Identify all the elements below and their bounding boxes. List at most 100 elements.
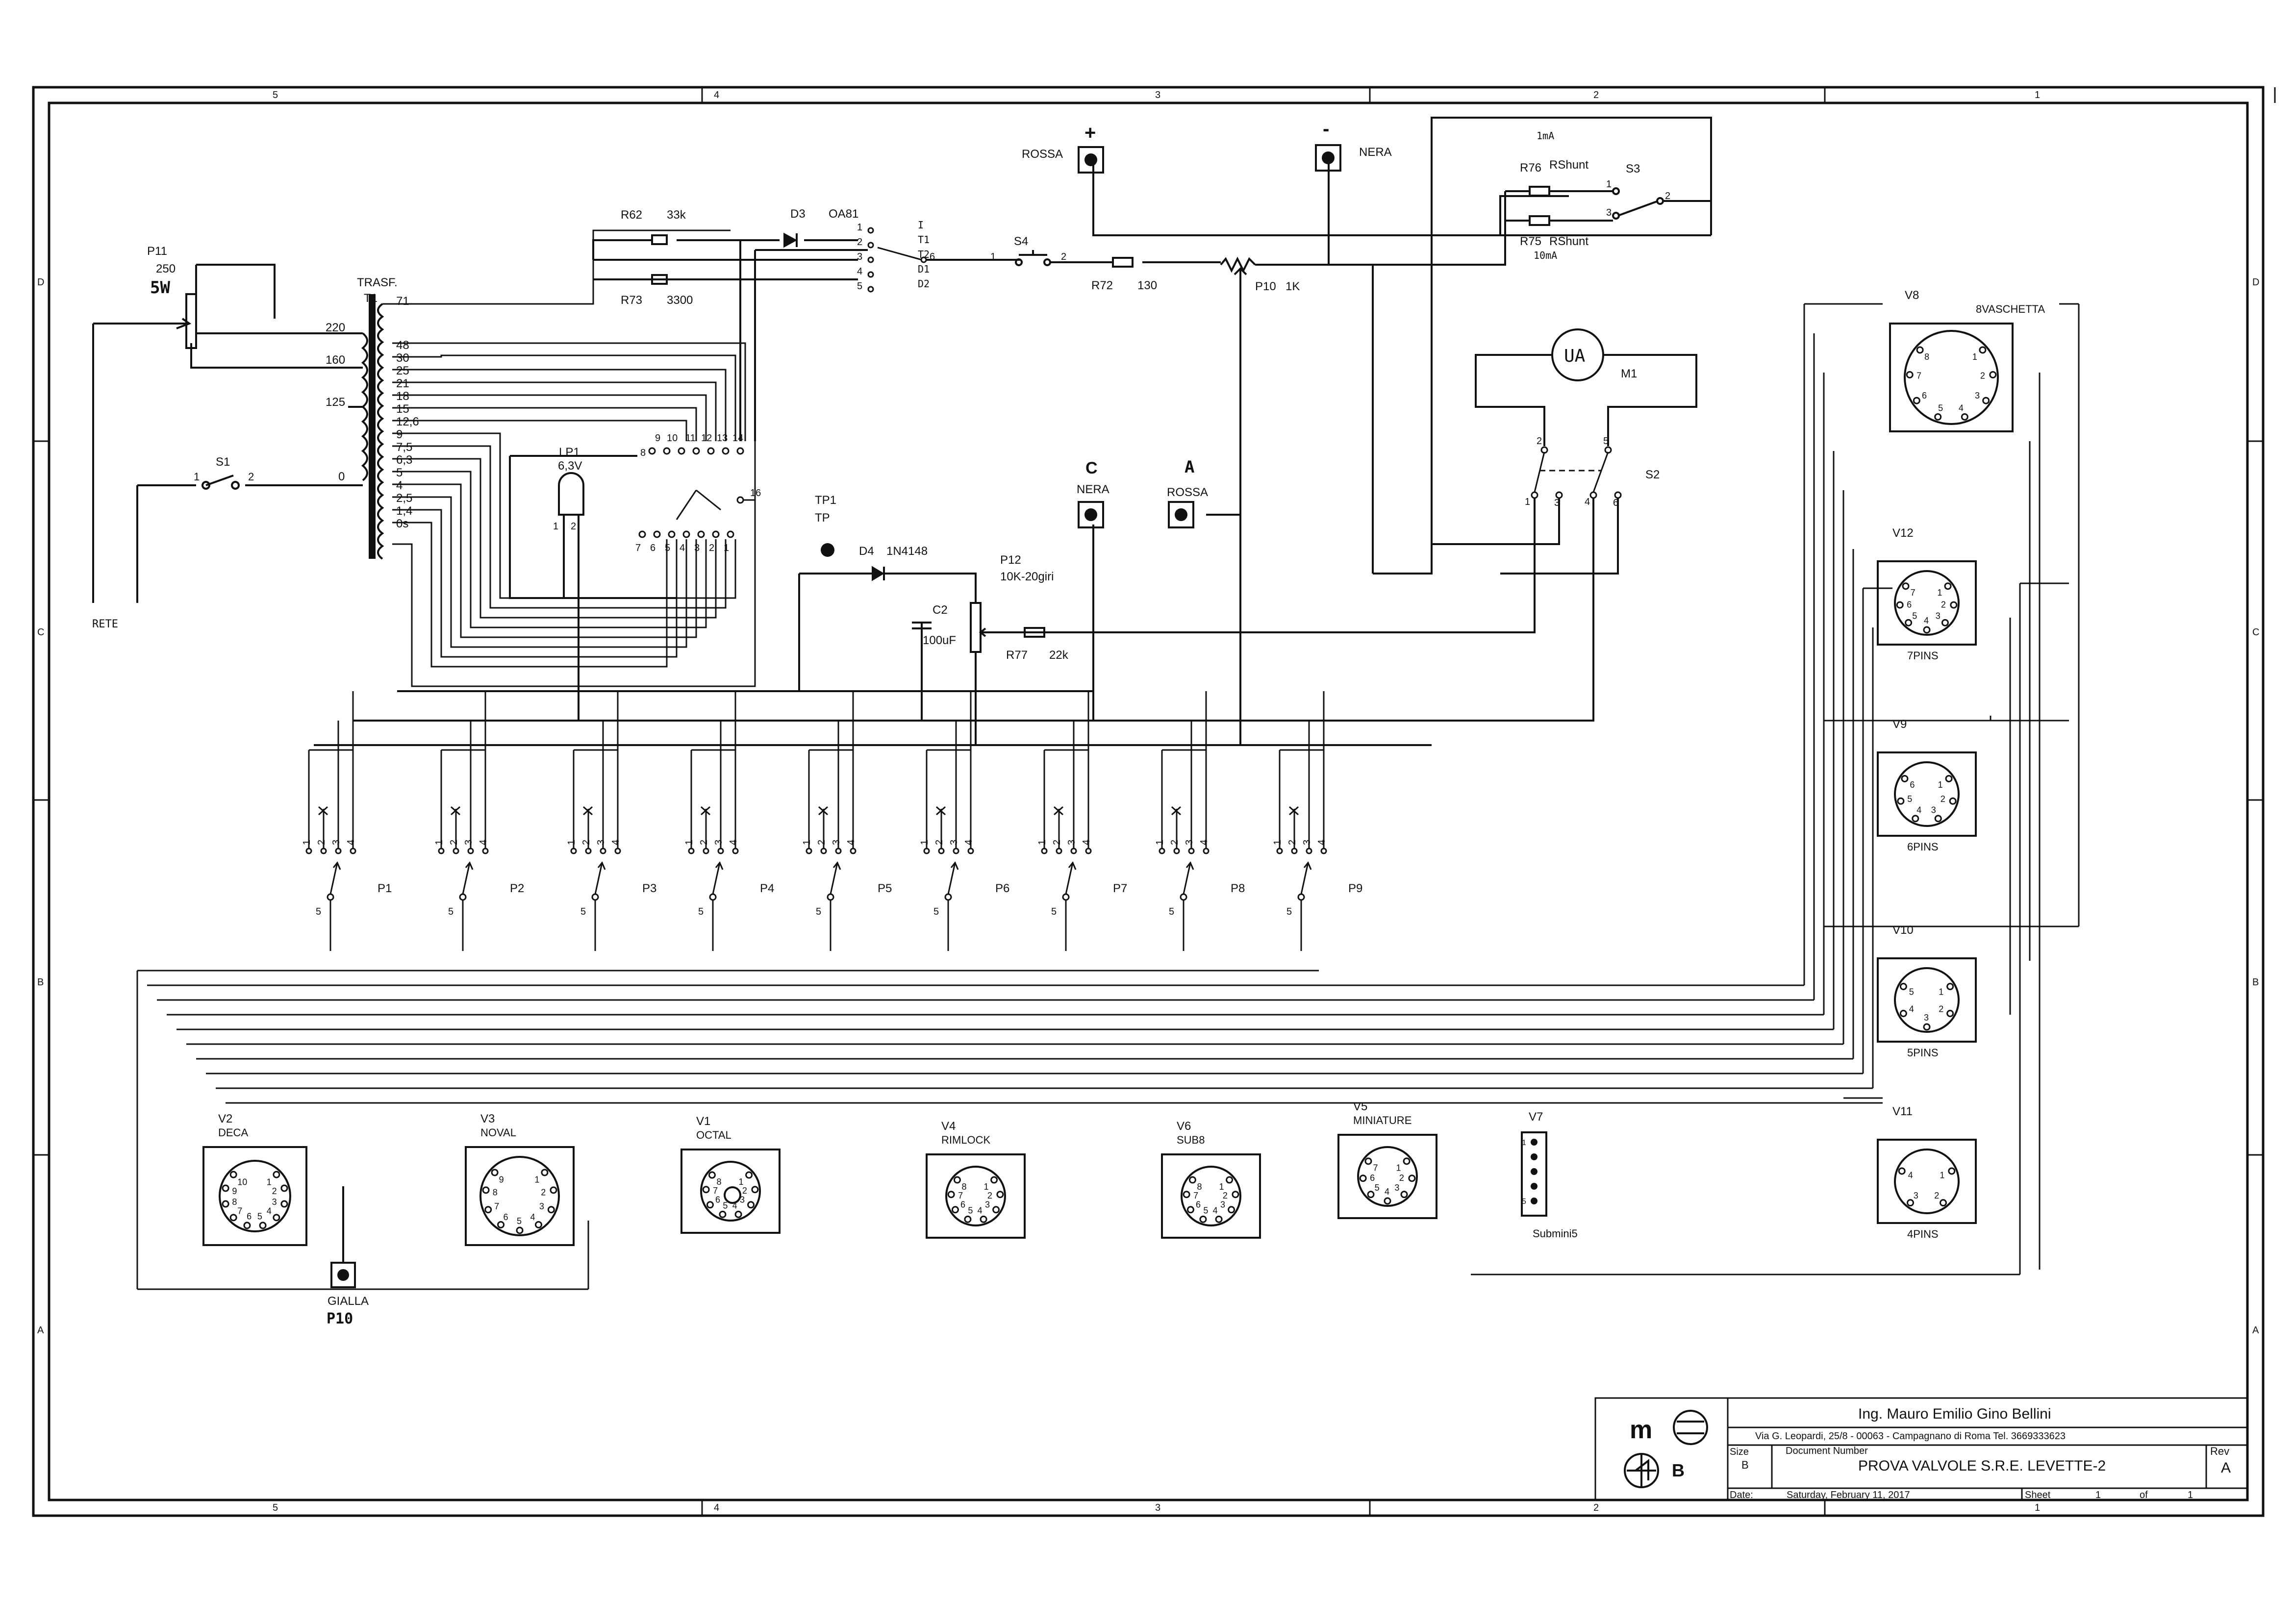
socket-pin-label: 8 bbox=[716, 1177, 721, 1187]
selector-pin-label: 5 bbox=[316, 906, 321, 917]
border-top-3: 3 bbox=[1155, 90, 1160, 100]
socket-pin-label: 7 bbox=[713, 1186, 718, 1196]
socket-pin-label: 8 bbox=[1197, 1182, 1202, 1192]
d3-value: OA81 bbox=[829, 207, 858, 221]
socket-ref: V8 bbox=[1905, 289, 1919, 302]
socket-pin-label: 3 bbox=[1931, 805, 1936, 815]
selector-wires bbox=[438, 691, 489, 951]
selector-label: P2 bbox=[510, 882, 524, 895]
rotary-pin-10: 10 bbox=[667, 433, 678, 444]
selector-pin-label: 4 bbox=[1316, 840, 1327, 845]
s2-wiring bbox=[353, 265, 1619, 722]
p11-label: P11 bbox=[147, 245, 167, 258]
of-value: 1 bbox=[2188, 1490, 2193, 1500]
sheet-value: 1 bbox=[2095, 1490, 2101, 1500]
border-bottom-5: 5 bbox=[273, 1502, 278, 1513]
s4-pin2: 2 bbox=[1061, 251, 1066, 262]
socket-pin-label: 2 bbox=[541, 1187, 546, 1197]
selector-pin-label: 3 bbox=[596, 840, 606, 845]
socket-ref: V12 bbox=[1892, 526, 1914, 540]
author-name: Ing. Mauro Emilio Gino Bellini bbox=[1858, 1406, 2051, 1422]
s4-label: S4 bbox=[1014, 235, 1028, 248]
nera-minus-terminal bbox=[1315, 144, 1341, 172]
c2-value: 100uF bbox=[923, 634, 956, 647]
socket-pin-label: 8 bbox=[961, 1182, 966, 1192]
c-color: NERA bbox=[1077, 483, 1109, 496]
d4-label: D4 bbox=[859, 545, 874, 558]
border-top-4: 4 bbox=[714, 90, 719, 100]
socket-pin-label: 7 bbox=[494, 1201, 499, 1211]
socket-pin-label: 5 bbox=[723, 1200, 728, 1210]
selector-pin-label: 5 bbox=[698, 906, 704, 917]
author-logo bbox=[1624, 1410, 1708, 1488]
rotary-pin-6: 6 bbox=[650, 543, 655, 553]
s1-switch bbox=[202, 475, 240, 490]
r77-label: R77 bbox=[1006, 649, 1028, 662]
a-letter: A bbox=[1185, 457, 1194, 477]
selector-pin-label: 2 bbox=[1287, 840, 1298, 845]
lp1-pin2: 2 bbox=[571, 521, 576, 532]
selector-pin-label: 3 bbox=[1066, 840, 1077, 845]
socket-pin-label: 10 bbox=[237, 1177, 247, 1187]
selector-pin-label: 1 bbox=[684, 840, 695, 845]
socket-pin-label: 4 bbox=[530, 1212, 535, 1222]
secondary-tap-18: 18 bbox=[396, 390, 409, 403]
author-address: Via G. Leopardi, 25/8 - 00063 - Campagna… bbox=[1755, 1431, 2066, 1442]
selector-label: P8 bbox=[1231, 882, 1245, 895]
socket-type: SUB8 bbox=[1177, 1134, 1205, 1146]
socket-pin-label: 1 bbox=[1939, 987, 1943, 997]
selector-pos-t2: T2 bbox=[918, 249, 930, 260]
border-top-1: 1 bbox=[2035, 90, 2040, 100]
socket-pin-label: 7 bbox=[958, 1191, 963, 1200]
selector-wires bbox=[923, 691, 974, 951]
socket-pin-label: 4 bbox=[267, 1206, 272, 1216]
s3-pin1: 1 bbox=[1606, 179, 1612, 190]
secondary-tap-7-5: 7,5 bbox=[396, 441, 412, 454]
socket-pin-label: 3 bbox=[272, 1197, 277, 1207]
selector-pin-label: 2 bbox=[581, 840, 592, 845]
rete-label: RETE bbox=[92, 618, 118, 630]
meter-symbol: UA bbox=[1564, 346, 1586, 366]
r73-label: R73 bbox=[621, 294, 642, 307]
c2-capacitor bbox=[912, 622, 932, 629]
socket-type: 6PINS bbox=[1907, 841, 1939, 853]
socket-type: 5PINS bbox=[1907, 1047, 1939, 1059]
selector-pin-label: 2 bbox=[699, 840, 709, 845]
selector-pin-label: 5 bbox=[448, 906, 454, 917]
size-label: Size bbox=[1730, 1447, 1749, 1457]
selector-pin-label: 4 bbox=[478, 840, 489, 845]
border-top-5: 5 bbox=[273, 90, 278, 100]
secondary-tap-15: 15 bbox=[396, 402, 409, 416]
tp1-label: TP1 bbox=[815, 494, 836, 507]
socket-pin-label: 3 bbox=[1975, 391, 1980, 400]
selector-pin-label: 2 bbox=[316, 840, 327, 845]
selector-pos-d2: D2 bbox=[918, 278, 930, 290]
socket-pin-label: 3 bbox=[1914, 1191, 1918, 1200]
shunt-section bbox=[1504, 186, 1711, 226]
socket-pin-label: 1 bbox=[267, 1177, 272, 1187]
border-left-c: C bbox=[37, 627, 44, 638]
p11-value: 250 bbox=[156, 262, 176, 275]
socket-pin-label: 5 bbox=[1203, 1205, 1208, 1215]
socket-pin-label: 2 bbox=[1939, 1004, 1943, 1014]
s2-pin2: 2 bbox=[1537, 436, 1542, 447]
lower-bus-lines bbox=[136, 970, 2021, 1290]
socket-ref: V3 bbox=[480, 1112, 495, 1125]
s4-pin1: 1 bbox=[990, 251, 996, 262]
lp1-pin1: 1 bbox=[553, 521, 558, 532]
selector-pin-2: 2 bbox=[857, 237, 862, 248]
mains-wiring bbox=[92, 264, 363, 603]
inner-frame bbox=[48, 101, 2249, 1501]
selector-pin-label: 5 bbox=[816, 906, 821, 917]
s2-pin6: 6 bbox=[1613, 498, 1618, 508]
selector-pin-label: 2 bbox=[934, 840, 945, 845]
transformer-ref: T1 bbox=[364, 292, 378, 305]
socket-pin-label: 2 bbox=[1980, 371, 1985, 381]
